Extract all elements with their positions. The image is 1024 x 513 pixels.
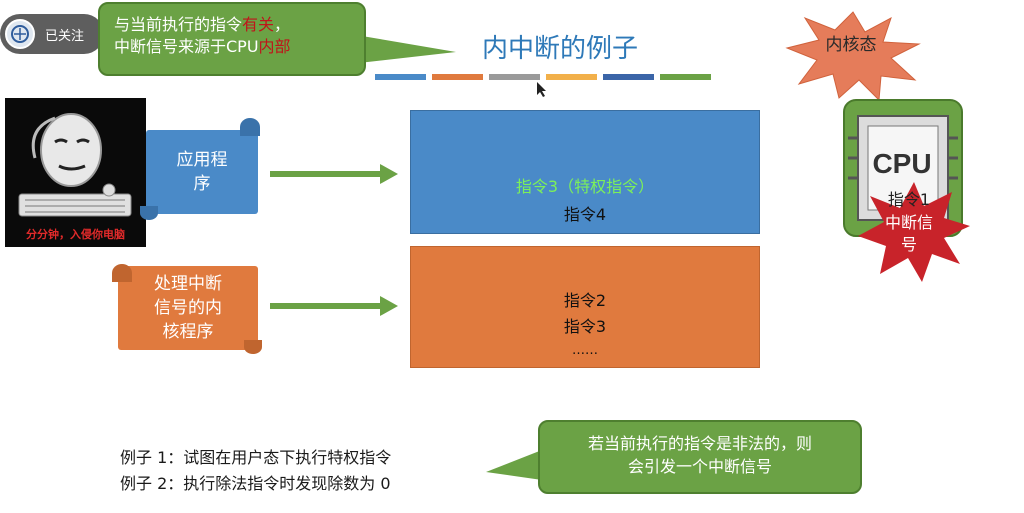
kernel-instruction-box: 指令2 指令3 …… bbox=[410, 246, 760, 368]
callout-top-text-b: 中断信号来源于CPU bbox=[114, 37, 259, 56]
user-instruction-box: 指令3（特权指令） 指令4 bbox=[410, 110, 760, 234]
example-2: 例子 2：执行除法指令时发现除数为 0 bbox=[120, 474, 391, 493]
app-scroll-curl bbox=[240, 118, 260, 136]
kernel-instruction-2: 指令2 bbox=[563, 291, 607, 310]
stripe-4 bbox=[546, 74, 597, 80]
channel-logo-icon bbox=[5, 19, 35, 49]
privileged-instruction: 指令3（特权指令） bbox=[515, 177, 655, 196]
meme-caption: 分分钟，入侵你电脑 bbox=[26, 228, 125, 241]
user-instruction-4: 指令4 bbox=[563, 205, 607, 224]
application-program-scroll: 应用程序 bbox=[146, 130, 258, 214]
callout-bottom-line-2: 会引发一个中断信号 bbox=[627, 457, 772, 476]
cpu-instruction-1: 指令1 bbox=[887, 190, 931, 209]
callout-top-highlight-related: 有关 bbox=[242, 15, 275, 34]
stripe-3 bbox=[489, 74, 540, 80]
handler-scroll-curl bbox=[112, 264, 132, 282]
kernel-mode-label: 内核态 bbox=[825, 35, 877, 55]
handler-scroll-line-3: 核程序 bbox=[162, 322, 214, 342]
interrupt-signal-label: 中断信号 bbox=[884, 213, 933, 254]
handler-scroll-line-2: 信号的内 bbox=[154, 298, 222, 318]
kernel-instruction-ellipsis: …… bbox=[572, 343, 598, 358]
callout-top-highlight-internal: 内部 bbox=[258, 37, 291, 56]
callout-top-comma: ， bbox=[274, 15, 291, 34]
stripe-1 bbox=[375, 74, 426, 80]
example-1: 例子 1：试图在用户态下执行特权指令 bbox=[120, 448, 392, 467]
follow-chip[interactable]: 已关注 bbox=[0, 14, 104, 54]
meme-image: 分分钟，入侵你电脑 bbox=[5, 98, 146, 247]
meme-face-icon bbox=[18, 113, 132, 217]
callout-bottom: 若当前执行的指令是非法的，则 会引发一个中断信号 bbox=[538, 420, 862, 494]
slide-title: 内中断的例子 bbox=[481, 34, 638, 64]
callout-bottom-pointer bbox=[486, 450, 542, 480]
title-color-stripes bbox=[375, 74, 711, 80]
stripe-2 bbox=[432, 74, 483, 80]
callout-bottom-line-1: 若当前执行的指令是非法的，则 bbox=[587, 434, 812, 453]
arrow-to-user-box-icon bbox=[270, 164, 398, 184]
app-scroll-curl-bottom bbox=[140, 206, 158, 220]
app-scroll-line-1: 应用程 bbox=[176, 150, 228, 170]
interrupt-signal-star-icon bbox=[858, 182, 970, 282]
handler-scroll-line-1: 处理中断 bbox=[154, 274, 222, 294]
interrupt-handler-scroll: 处理中断 信号的内 核程序 bbox=[118, 266, 258, 350]
kernel-mode-star-icon bbox=[785, 11, 921, 102]
callout-top: 与当前执行的指令有关， 中断信号来源于CPU内部 bbox=[98, 2, 366, 76]
mouse-cursor-icon bbox=[537, 82, 546, 97]
stripe-5 bbox=[603, 74, 654, 80]
callout-top-text-a: 与当前执行的指令 bbox=[114, 15, 243, 34]
arrow-to-kernel-box-icon bbox=[270, 296, 398, 316]
callout-top-pointer bbox=[350, 34, 456, 64]
kernel-instruction-3: 指令3 bbox=[563, 317, 607, 336]
app-scroll-line-2: 序 bbox=[193, 174, 211, 194]
handler-scroll-curl-bottom bbox=[244, 340, 262, 354]
cpu-label: CPU bbox=[872, 148, 932, 179]
stripe-6 bbox=[660, 74, 711, 80]
follow-label: 已关注 bbox=[45, 27, 85, 43]
